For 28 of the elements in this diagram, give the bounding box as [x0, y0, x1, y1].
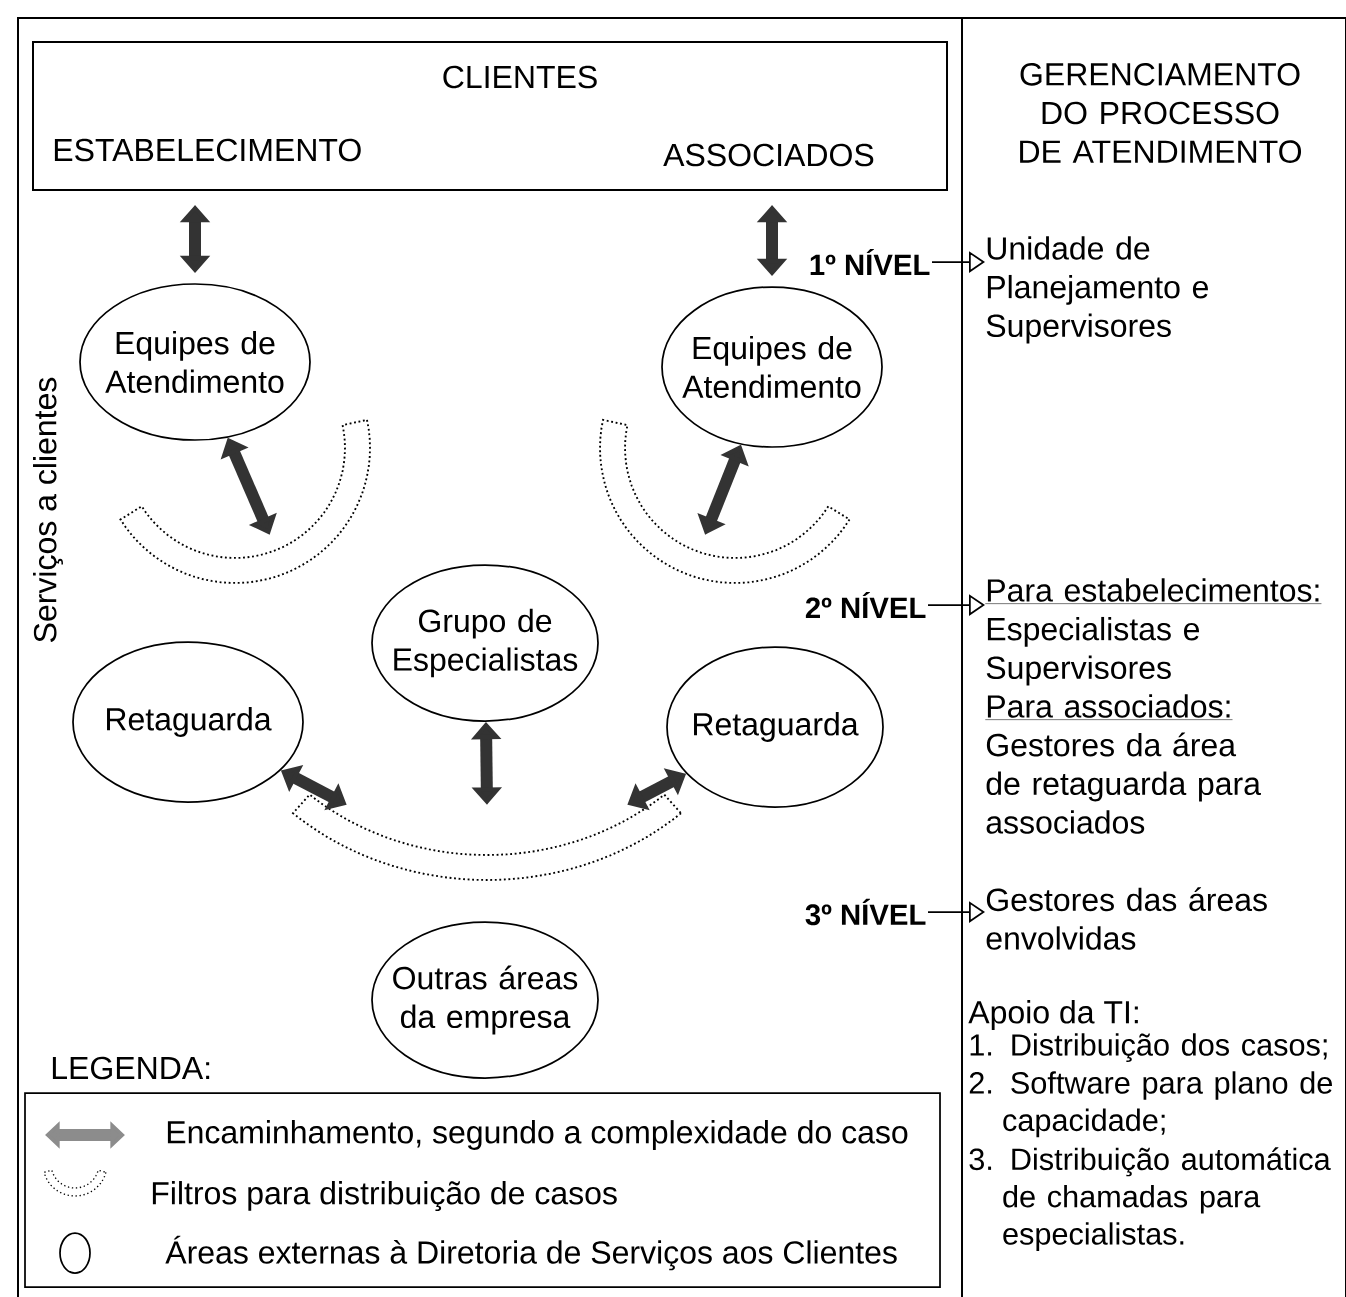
- heading: GERENCIAMENTO DO PROCESSO DE ATENDIMENTO: [1020, 63, 1302, 163]
- oval-node: Equipes de Atendimento: [79, 283, 311, 441]
- level-label: 2º NÍVEL: [805, 592, 926, 618]
- level-label: 3º NÍVEL: [805, 898, 926, 926]
- oval-node: Equipes de Atendimento: [661, 286, 883, 448]
- oval-node: Retaguarda: [72, 641, 304, 803]
- note-text: Unidade de Planejamento e Supervisores: [986, 236, 1208, 344]
- legend-text: Filtros para distribuição de casos: [152, 1181, 617, 1211]
- oval-node: Outras áreas da empresa: [371, 921, 599, 1079]
- arrow: [931, 251, 985, 273]
- list-item: 1. Distribuição dos casos;: [970, 1033, 1327, 1062]
- side-label: Serviços a clientes: [33, 377, 63, 642]
- oval-node: Retaguarda: [666, 646, 884, 808]
- note-text: Apoio da TI:: [968, 1000, 1138, 1030]
- list-item: 2. Software para plano de capacidade;: [969, 1071, 1332, 1138]
- arrow: [927, 901, 985, 923]
- level-label: 1º NÍVEL: [810, 249, 930, 275]
- note-text: Para estabelecimentos: Especialistas e Supervisores Para associados: Gestores da área de retaguarda para associados: [985, 578, 1322, 834]
- note-text: LEGENDA:: [52, 1056, 210, 1080]
- arrow: [927, 594, 985, 616]
- clients-box: CLIENTES ESTABELECIMENTO ASSOCIADOS: [32, 41, 948, 191]
- oval-node: Grupo de Especialistas: [371, 564, 599, 722]
- filter-arc: [119, 418, 371, 584]
- legend-text: Áreas externas à Diretoria de Serviços aos Clientes: [165, 1235, 897, 1271]
- list-item: 3. Distribuição automática de chamadas para especialistas.: [969, 1147, 1331, 1251]
- note-text: Gestores das áreas envolvidas: [986, 887, 1267, 950]
- legend-text: Encaminhamento, segundo a complexidade do caso: [167, 1120, 908, 1150]
- filter-arc: [599, 418, 851, 584]
